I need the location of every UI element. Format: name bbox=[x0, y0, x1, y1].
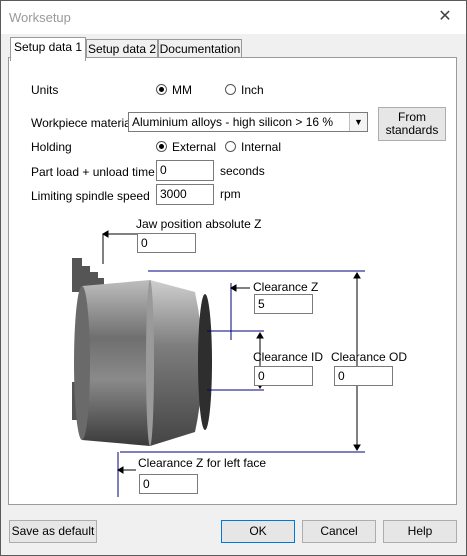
holding-external-label: External bbox=[172, 140, 217, 154]
material-select[interactable]: Aluminium alloys - high silicon > 16 % ▼ bbox=[128, 112, 368, 132]
cancel-button[interactable]: Cancel bbox=[302, 520, 376, 543]
spindle-unit: rpm bbox=[220, 187, 241, 201]
spindle-label: Limiting spindle speed bbox=[31, 189, 150, 203]
material-label: Workpiece material bbox=[31, 116, 134, 130]
clearance-z-input[interactable]: 5 bbox=[254, 294, 313, 314]
jaw-position-input[interactable]: 0 bbox=[137, 233, 196, 253]
part-load-label: Part load + unload time bbox=[31, 165, 155, 179]
clearance-id-label: Clearance ID bbox=[253, 350, 324, 364]
clearance-id-input[interactable]: 0 bbox=[254, 366, 313, 386]
holding-internal-radio[interactable] bbox=[225, 141, 236, 152]
save-as-default-button[interactable]: Save as default bbox=[9, 520, 97, 543]
workpiece-body bbox=[82, 280, 150, 446]
clearance-left-input[interactable]: 0 bbox=[139, 474, 198, 494]
chevron-down-icon[interactable]: ▼ bbox=[349, 113, 367, 131]
units-inch-radio[interactable] bbox=[225, 84, 236, 95]
clearance-od-label: Clearance OD bbox=[331, 350, 408, 364]
spindle-input[interactable]: 3000 bbox=[156, 184, 214, 205]
close-icon[interactable]: ✕ bbox=[438, 8, 452, 25]
part-load-input[interactable]: 0 bbox=[156, 160, 214, 181]
tab-documentation[interactable]: Documentation bbox=[158, 39, 242, 60]
part-load-unit: seconds bbox=[220, 164, 265, 178]
clearance-z-label: Clearance Z bbox=[253, 280, 319, 294]
ok-button[interactable]: OK bbox=[221, 520, 295, 543]
holding-label: Holding bbox=[31, 140, 72, 154]
units-mm-radio[interactable] bbox=[156, 84, 167, 95]
holding-external-radio[interactable] bbox=[156, 141, 167, 152]
jaw-position-label: Jaw position absolute Z bbox=[136, 217, 262, 231]
help-button[interactable]: Help bbox=[383, 520, 457, 543]
workpiece-taper bbox=[150, 280, 203, 446]
clearance-od-input[interactable]: 0 bbox=[334, 366, 393, 386]
chuck-jaw-top bbox=[72, 258, 104, 292]
tab-setup-data-2[interactable]: Setup data 2 bbox=[86, 39, 158, 60]
window-title: Worksetup bbox=[9, 10, 71, 25]
tab-setup-data-1[interactable]: Setup data 1 bbox=[10, 37, 86, 61]
units-label: Units bbox=[31, 83, 59, 97]
clearance-left-label: Clearance Z for left face bbox=[138, 456, 267, 470]
holding-internal-label: Internal bbox=[241, 140, 282, 154]
from-standards-button[interactable]: From standards bbox=[378, 107, 446, 141]
material-value: Aluminium alloys - high silicon > 16 % bbox=[132, 115, 334, 129]
title-bar: Worksetup ✕ bbox=[1, 1, 466, 34]
units-mm-label: MM bbox=[172, 83, 192, 97]
units-inch-label: Inch bbox=[241, 83, 264, 97]
